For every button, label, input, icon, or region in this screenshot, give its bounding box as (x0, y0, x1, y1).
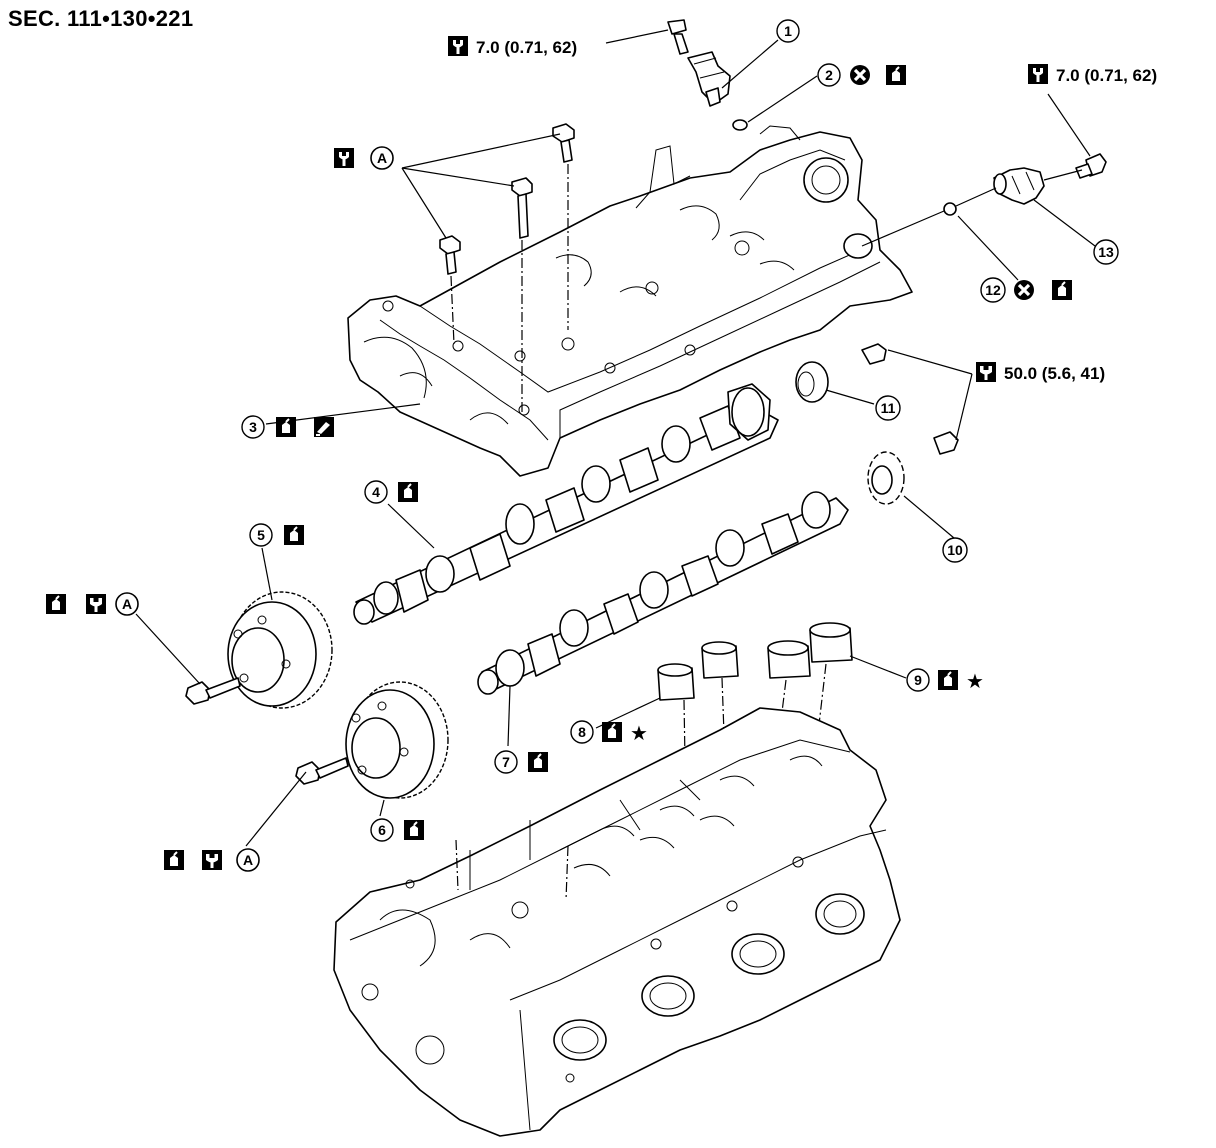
apply-oil-icon (163, 849, 185, 871)
apply-oil-icon (885, 64, 907, 86)
svg-text:4: 4 (372, 484, 380, 500)
star-icon: ★ (966, 669, 984, 693)
torque-wrench-icon (202, 850, 222, 870)
svg-text:7.0 (0.71, 62): 7.0 (0.71, 62) (1056, 66, 1157, 85)
item-6-symbols (403, 819, 425, 841)
camshaft-exhaust (353, 383, 779, 625)
apply-oil-icon (45, 593, 67, 615)
callout-12: 12 (980, 277, 1006, 303)
sprocket-bolt-6 (295, 757, 349, 785)
do-not-reuse-icon (1012, 278, 1036, 302)
callout-7: 7 (494, 750, 518, 774)
sprocket-6-bolt-symbols: A (163, 848, 260, 872)
section-label: SEC. 111•130•221 (8, 6, 194, 31)
svg-text:2: 2 (825, 67, 833, 83)
callout-11: 11 (875, 395, 901, 421)
cam-position-sensor-top (667, 19, 731, 107)
callout-9: 9 (906, 668, 930, 692)
circled-a-icon (236, 848, 260, 872)
circled-a-icon (370, 146, 394, 170)
svg-text:1: 1 (784, 23, 792, 39)
item-3-symbols (275, 416, 335, 438)
cam-position-sensor-right (993, 153, 1107, 205)
svg-text:6: 6 (378, 822, 386, 838)
o-ring-2 (732, 119, 748, 131)
svg-text:A: A (243, 852, 253, 868)
apply-sealant-icon (313, 416, 335, 438)
callout-13: 13 (1093, 239, 1119, 265)
apply-oil-icon (275, 416, 297, 438)
camshaft-intake (477, 491, 849, 695)
apply-oil-icon (1051, 279, 1073, 301)
torque-spec-top: 7.0 (0.71, 62) (448, 36, 577, 57)
svg-text:5: 5 (257, 527, 265, 543)
callout-8: 8 (570, 720, 594, 744)
apply-oil-icon (283, 524, 305, 546)
apply-oil-icon (403, 819, 425, 841)
torque-spec-cam: 50.0 (5.6, 41) (976, 362, 1105, 383)
item-5-symbols (283, 524, 305, 546)
torque-wrench-icon (448, 36, 468, 56)
torque-wrench-icon (334, 148, 354, 168)
callout-4: 4 (364, 480, 388, 504)
callout-2: 2 (817, 63, 841, 87)
svg-text:7: 7 (502, 754, 510, 770)
torque-spec-right: 7.0 (0.71, 62) (1028, 64, 1157, 85)
sprocket-5-bolt-symbols: A (45, 592, 139, 616)
apply-oil-icon (601, 721, 623, 743)
signal-plate-10 (867, 431, 959, 505)
cam-sprocket-5 (227, 591, 333, 709)
apply-oil-icon (397, 481, 419, 503)
item-7-symbols (527, 751, 549, 773)
svg-text:10: 10 (947, 542, 963, 558)
callout-3: 3 (241, 415, 265, 439)
torque-wrench-icon (976, 362, 996, 382)
svg-text:A: A (377, 150, 387, 166)
callout-10: 10 (942, 537, 968, 563)
bracket-bolts (439, 123, 575, 414)
item-9-symbols: ★ (937, 669, 984, 693)
svg-text:8: 8 (578, 724, 586, 740)
svg-text:3: 3 (249, 419, 257, 435)
item-4-symbols (397, 481, 419, 503)
torque-wrench-icon (86, 594, 106, 614)
sprocket-bolt-5 (185, 677, 241, 705)
svg-text:12: 12 (985, 282, 1001, 298)
cam-sprocket-6 (345, 681, 449, 799)
callout-5: 5 (249, 523, 273, 547)
svg-text:A: A (122, 596, 132, 612)
bracket-bolt-symbols: A (334, 146, 394, 170)
item-8-symbols: ★ (601, 721, 648, 745)
svg-text:7.0 (0.71, 62): 7.0 (0.71, 62) (476, 38, 577, 57)
camshaft-bracket (347, 125, 913, 477)
svg-text:11: 11 (881, 400, 896, 416)
svg-text:9: 9 (914, 672, 922, 688)
circled-a-icon (115, 592, 139, 616)
valve-lifters (657, 622, 853, 841)
callout-1: 1 (776, 19, 800, 43)
do-not-reuse-icon (848, 63, 872, 87)
apply-oil-icon (527, 751, 549, 773)
oil-seal-11 (795, 343, 887, 403)
callout-6: 6 (370, 818, 394, 842)
o-ring-12 (943, 202, 957, 216)
cylinder-head (333, 707, 901, 1137)
item-2-symbols (848, 63, 907, 87)
torque-wrench-icon (1028, 64, 1048, 84)
svg-text:50.0 (5.6, 41): 50.0 (5.6, 41) (1004, 364, 1105, 383)
item-12-symbols (1012, 278, 1073, 302)
svg-text:13: 13 (1098, 244, 1114, 260)
star-icon: ★ (630, 721, 648, 745)
apply-oil-icon (937, 669, 959, 691)
